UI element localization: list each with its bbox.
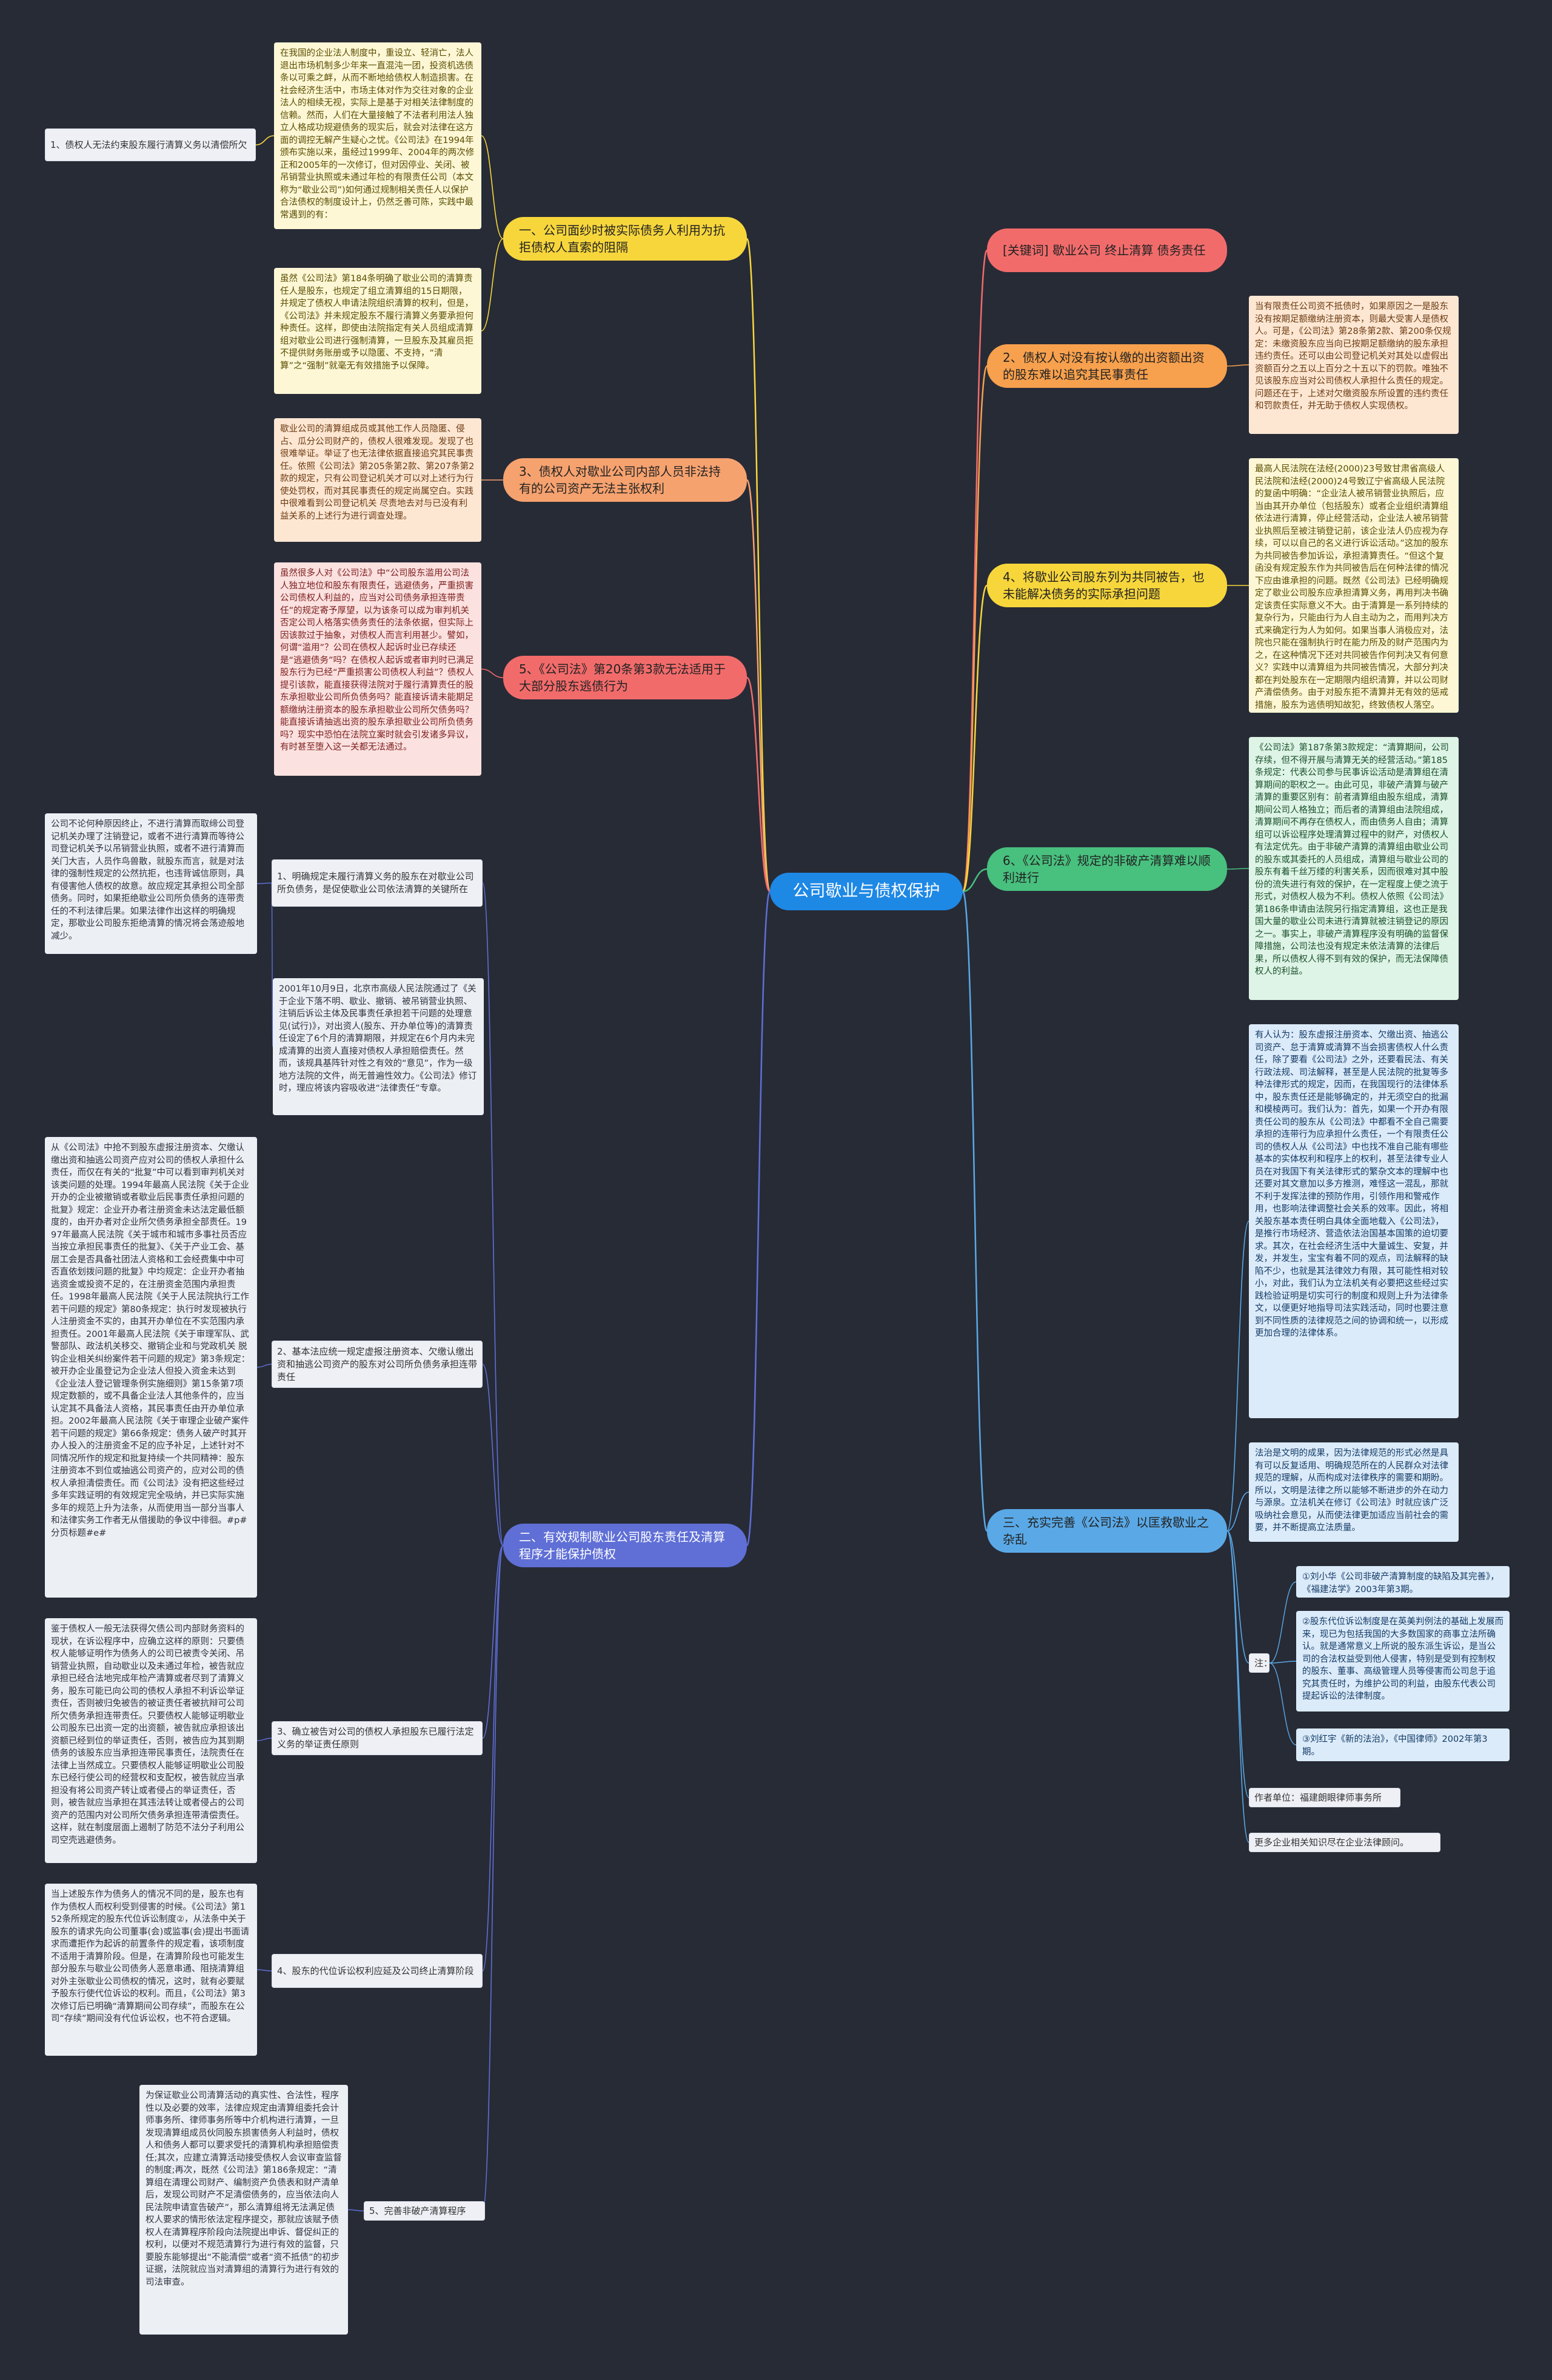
sub-b2-3[interactable]: 3、确立被告对公司的债权人承担股东已履行法定义务的举证责任原则	[272, 1721, 483, 1755]
branch-r4[interactable]: 4、将歇业公司股东列为共同被告，也未能解决债务的实际承担问题	[987, 564, 1227, 607]
note-b2-s5: 为保证歇业公司清算活动的真实性、合法性，程序性以及必要的效率，法律应规定由清算组…	[139, 2085, 348, 2335]
connector	[746, 479, 771, 893]
connector	[962, 890, 988, 1532]
note-b3: 歇业公司的清算组成员或其他工作人员隐匿、侵占、瓜分公司财产的，债权人很难发现。发…	[274, 418, 481, 542]
connector	[962, 249, 988, 893]
note-r3-b: 法治是文明的成果，因为法律规范的形式必然是具有可以反复适用、明确规范所在的人民群…	[1249, 1442, 1459, 1542]
connector	[481, 238, 504, 332]
connector	[1226, 1221, 1249, 1532]
connector	[1269, 1661, 1297, 1664]
branch-r0[interactable]: [关键词] 歇业公司 终止清算 债务责任	[987, 228, 1227, 272]
connector	[256, 1364, 272, 1368]
connector	[482, 882, 504, 1546]
sub-b2-4[interactable]: 4、股东的代位诉讼权利应延及公司终止清算阶段	[272, 1954, 483, 1988]
author-unit[interactable]: 作者单位：福建朗眼律师事务所	[1249, 1788, 1400, 1807]
connector	[1269, 1581, 1297, 1664]
branch-b2[interactable]: 二、有效规制歇业公司股东责任及清算程序才能保护债权	[503, 1524, 747, 1567]
note-b2-s1: 公司不论何种原因终止，不进行清算而取缔公司登记机关办理了注销登记，或者不进行清算…	[45, 813, 257, 954]
note-r6: 《公司法》第187条第3款规定：“清算期间，公司存续，但不得开展与清算无关的经营…	[1249, 737, 1459, 1000]
note-r2: 当有限责任公司资不抵债时，如果原因之一是股东没有按期足额缴纳注册资本，则最大受害…	[1249, 296, 1459, 434]
connector	[256, 1738, 272, 1741]
branch-b1[interactable]: 一、公司面纱时被实际债务人利用为抗拒债权人直索的阻隔	[503, 217, 747, 261]
ref-2: ②股东代位诉讼制度是在英美判例法的基础上发展而来，现已为包括我国的大多数国家的商…	[1296, 1611, 1510, 1712]
connector	[1226, 1530, 1249, 1798]
connector	[1226, 1492, 1249, 1532]
connector	[962, 868, 988, 893]
branch-r3[interactable]: 三、充实完善《公司法》以匡救歇业之杂乱	[987, 1509, 1227, 1553]
connector	[962, 584, 988, 893]
connector	[1226, 364, 1249, 367]
connector	[347, 2209, 364, 2212]
note-label[interactable]: 注：	[1249, 1653, 1273, 1673]
connector	[482, 1545, 504, 1739]
connector	[256, 882, 272, 884]
connector	[746, 890, 771, 1547]
branch-r6[interactable]: 6、《公司法》规定的非破产清算难以顺利进行	[987, 847, 1227, 891]
root-node[interactable]: 公司歇业与债权保护	[770, 873, 963, 910]
note-r4: 最高人民法院在法经(2000)23号致甘肃省高级人民法院和法经(2000)24号…	[1249, 458, 1459, 713]
connector	[482, 1545, 504, 2212]
note-b2-s4: 当上述股东作为债务人的情况不同的是，股东也有作为债权人而权利受到侵害的时候。《公…	[45, 1884, 257, 2056]
connector	[481, 668, 504, 678]
connector	[1226, 1530, 1249, 1664]
note-b2-s2: 从《公司法》中抢不到股东虚报注册资本、欠缴认缴出资和抽逃公司资产应对公司的债权人…	[45, 1137, 257, 1598]
note-b5: 虽然很多人对《公司法》中“公司股东滥用公司法人独立地位和股东有限责任，逃避债务，…	[274, 562, 481, 776]
sub-b2-2[interactable]: 2、基本法应统一规定虚报注册资本、欠缴认缴出资和抽逃公司资产的股东对公司所负债务…	[272, 1341, 483, 1388]
connector	[746, 238, 771, 893]
connector	[482, 1545, 504, 1972]
sub-b1-1[interactable]: 1、债权人无法约束股东履行清算义务以清偿所欠	[45, 128, 256, 161]
sub-b2-1[interactable]: 1、明确规定未履行清算义务的股东在对歇业公司所负债务，是促使歇业公司依法清算的关…	[272, 859, 483, 907]
connector	[1226, 868, 1249, 870]
note-b1-b: 虽然《公司法》第184条明确了歇业公司的清算责任人是股东，也规定了组立清算组的1…	[274, 268, 481, 394]
sub-b2-5[interactable]: 5、完善非破产清算程序	[364, 2201, 485, 2221]
connector	[481, 135, 504, 239]
note-r3-a: 有人认为：股东虚报注册资本、欠缴出资、抽逃公司资产、怠于清算或清算不当会损害债权…	[1249, 1024, 1459, 1418]
ref-1: ①刘小华《公司非破产清算制度的缺陷及其完善》，《福建法学》2003年第3期。	[1296, 1566, 1510, 1598]
ref-3: ③刘红宇《新的法治》，《中国律师》2002年第3期。	[1296, 1728, 1510, 1761]
branch-b5[interactable]: 5、《公司法》第20条第3款无法适用于大部分股东逃债行为	[503, 656, 747, 699]
connector	[962, 365, 988, 893]
note-b2-s3: 鉴于债权人一般无法获得欠债公司内部财务资料的现状，在诉讼程序中，应确立这样的原则…	[45, 1618, 257, 1863]
connector	[1269, 1662, 1297, 1745]
branch-b3[interactable]: 3、债权人对歇业公司内部人员非法持有的公司资产无法主张权利	[503, 458, 747, 502]
connector	[256, 1969, 272, 1972]
note-b2-s1b: 2001年10月9日，北京市高级人民法院通过了《关于企业下落不明、歇业、撤销、被…	[273, 978, 484, 1115]
connector	[255, 135, 275, 145]
connector	[482, 1364, 504, 1546]
more-link[interactable]: 更多企业相关知识尽在企业法律顾问。	[1249, 1833, 1440, 1852]
note-b1-a: 在我国的企业法人制度中，重设立、轻消亡，法人退出市场机制多少年来一直混沌一团，投…	[274, 42, 481, 229]
branch-r2[interactable]: 2、债权人对没有按认缴的出资额出资的股东难以追究其民事责任	[987, 344, 1227, 388]
connector	[1226, 1530, 1249, 1843]
connector	[746, 676, 771, 893]
